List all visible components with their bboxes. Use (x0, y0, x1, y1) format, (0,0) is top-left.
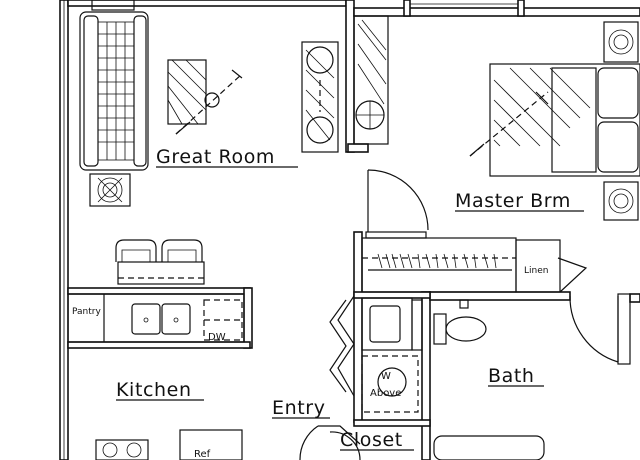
refrigerator (179, 429, 243, 460)
end-table-bottom (89, 173, 131, 207)
sofa (79, 11, 149, 171)
toilet (433, 299, 487, 345)
refrigerator-label: Ref (194, 449, 211, 460)
nightstand-bottom (603, 181, 639, 221)
bar-stools (115, 239, 205, 285)
hall-closet (361, 237, 588, 293)
washer-above-label: Above (370, 388, 401, 399)
washer-dryer (361, 297, 423, 413)
master-bedroom-label: Master Brm (455, 190, 571, 212)
pantry-label: Pantry (72, 307, 101, 317)
walls (59, 0, 640, 460)
stove (95, 439, 149, 460)
linen-label: Linen (524, 266, 548, 276)
bath-label: Bath (488, 365, 535, 387)
master-top-wall (353, 7, 640, 17)
bath-top-wall (429, 291, 571, 301)
top-wall-great-room (67, 0, 347, 7)
front-door (299, 425, 361, 460)
washer-label: W (381, 371, 391, 382)
kitchen-counter (67, 293, 245, 343)
entry-bifold-doors (329, 295, 355, 397)
end-table-top (91, 0, 135, 11)
entertainment-console (301, 41, 339, 153)
kitchen-label: Kitchen (116, 379, 192, 401)
bedroom-door (365, 169, 429, 239)
entry-label: Entry (272, 397, 326, 419)
bath-door (569, 293, 631, 365)
dishwasher-label: DW (208, 332, 226, 343)
armchair-with-lamp (167, 59, 243, 135)
closet-label: Closet (340, 429, 403, 451)
entry-right-wall (353, 231, 363, 423)
great-room-label: Great Room (156, 146, 275, 168)
closet-doors-master (353, 15, 389, 145)
bed (469, 63, 640, 177)
great-master-partition-wall (345, 0, 355, 153)
tub (433, 435, 545, 460)
bath-left-wall (421, 291, 431, 460)
nightstand-top (603, 21, 639, 63)
